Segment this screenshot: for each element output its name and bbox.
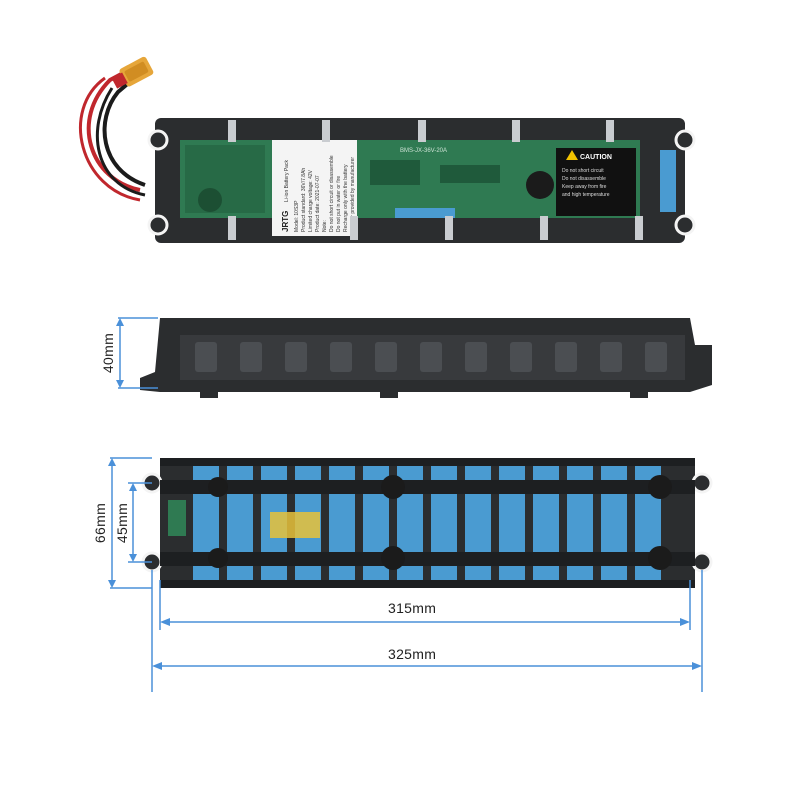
red-wire-2 [79,76,141,202]
label-line-4: Product date: 2021-07-07 [315,175,321,232]
caution-line-1: Do not disassemble [562,176,606,182]
caution-title: CAUTION [580,154,612,161]
label-line-8: Recharge only with the battery [343,164,349,232]
xt-connector [111,56,154,89]
pcb-marking: BMS-JX-36V-20A [400,148,447,154]
side-pack-view [116,317,712,398]
product-label: JRTG Li-ion Battery Pack Model: 10S3P Pr… [272,140,357,236]
caution-line-0: Do not short circuit [562,168,604,174]
caution-line-3: and high temperature [562,192,610,198]
label-line-7: Do not put in water or fire [336,176,342,232]
dimension-45mm [128,482,152,563]
label-line-9: charger provided by manufacturer [350,157,356,232]
label-45mm: 45mm [114,502,130,544]
label-40mm: 40mm [100,332,116,374]
dimension-325mm [151,570,703,692]
label-line-2: Product standard: 36V/7.8Ah [301,168,307,232]
caution-sticker: CAUTION Do not short circuit Do not disa… [556,148,636,216]
cells-pack-view [108,457,713,692]
label-66mm: 66mm [92,502,108,544]
dimension-40mm [116,317,158,389]
dimension-66mm [108,457,152,589]
black-wire-2 [95,87,146,197]
label-325mm: 325mm [388,646,437,662]
label-line-0: Li-ion Battery Pack [284,160,290,202]
label-line-5: Note: [322,220,328,232]
black-wire [102,78,146,187]
label-line-1: Model: 10S3P [294,200,300,232]
red-wire [86,70,141,192]
label-line-3: Limited charge voltage: 42V [308,169,314,232]
label-line-6: Do not short circuit or disassemble [329,155,335,232]
dimension-315mm [159,580,691,630]
caution-line-2: Keep away from fire [562,184,607,190]
label-brand: JRTG [281,211,290,232]
nickel-strips-top [228,120,643,240]
top-pack-view: BMS-JX-36V-20A JRTG Li-ion Battery Pack … [79,56,696,243]
label-315mm: 315mm [388,600,437,616]
